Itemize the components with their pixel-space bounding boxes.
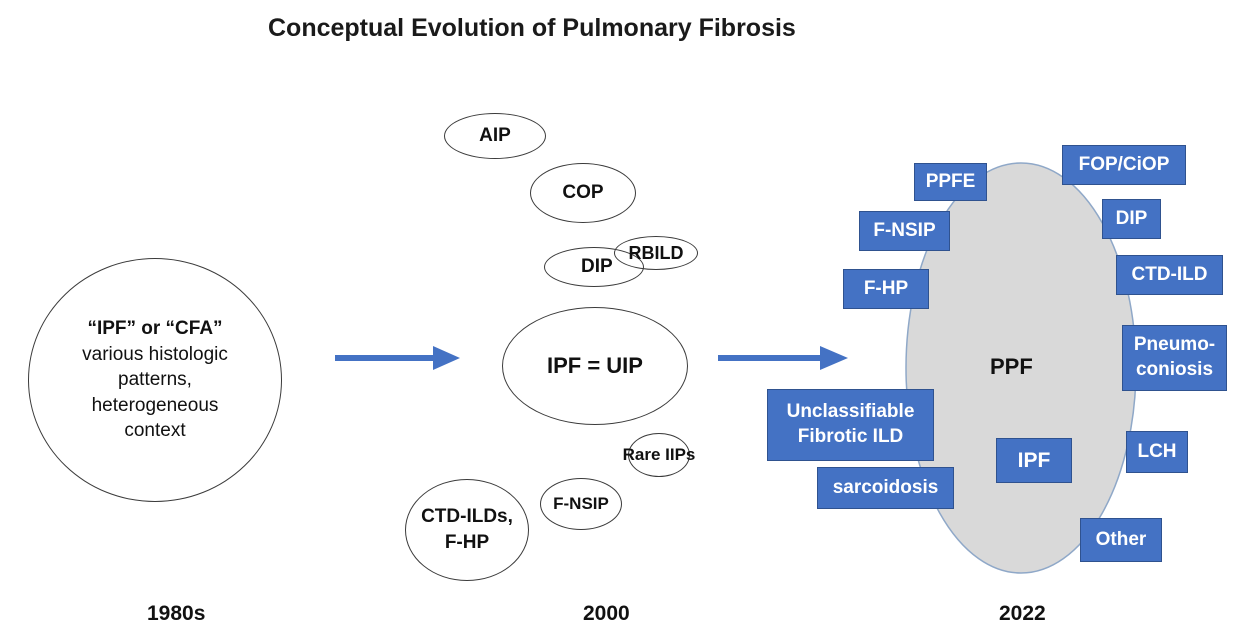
fhp-box: F-HP bbox=[843, 269, 929, 309]
dip-box: DIP bbox=[1102, 199, 1161, 239]
cop-ellipse: COP bbox=[530, 163, 636, 223]
diagram-title: Conceptual Evolution of Pulmonary Fibros… bbox=[268, 14, 796, 42]
pneumo-label-2: coniosis bbox=[1135, 359, 1214, 380]
arrow-2000-to-2022 bbox=[718, 346, 848, 370]
ctd-ilds-label: CTD-ILDs, bbox=[421, 506, 513, 528]
unclassifiable-label-2: Fibrotic ILD bbox=[797, 426, 904, 447]
ipf-box: IPF bbox=[996, 438, 1072, 483]
rare-iips-ellipse: Rare IIPs bbox=[623, 433, 695, 477]
fnsip-ellipse: F-NSIP bbox=[540, 478, 622, 530]
lch-box: LCH bbox=[1126, 431, 1188, 473]
fhp-label: F-HP bbox=[444, 532, 490, 553]
ipf-cfa-desc-3: heterogeneous bbox=[91, 394, 219, 416]
other-box: Other bbox=[1080, 518, 1162, 562]
year-2000: 2000 bbox=[583, 602, 630, 625]
ipf-cfa-desc-4: context bbox=[124, 420, 186, 442]
ipf-cfa-label: “IPF” or “CFA” bbox=[87, 317, 223, 339]
rbild-ellipse: RBILD bbox=[614, 236, 698, 270]
year-2022: 2022 bbox=[999, 602, 1046, 625]
pneumoconiosis-box: Pneumo- coniosis bbox=[1122, 325, 1227, 391]
unclassifiable-box: Unclassifiable Fibrotic ILD bbox=[767, 389, 934, 461]
ctd-ilds-fhp-ellipse: CTD-ILDs, F-HP bbox=[405, 479, 529, 581]
sarcoidosis-box: sarcoidosis bbox=[817, 467, 954, 509]
ipf-uip-ellipse: IPF = UIP bbox=[502, 307, 688, 425]
ppfe-box: PPFE bbox=[914, 163, 987, 201]
pneumo-label-1: Pneumo- bbox=[1133, 334, 1216, 356]
year-1980s: 1980s bbox=[147, 602, 206, 625]
ipf-cfa-desc-1: various histologic bbox=[82, 343, 228, 365]
unclassifiable-label-1: Unclassifiable bbox=[786, 401, 915, 423]
aip-ellipse: AIP bbox=[444, 113, 546, 159]
dip-label: DIP bbox=[581, 256, 613, 277]
ipf-cfa-circle: “IPF” or “CFA” various histologic patter… bbox=[28, 258, 282, 502]
fnsip-box: F-NSIP bbox=[859, 211, 950, 251]
ctd-ild-box: CTD-ILD bbox=[1116, 255, 1223, 295]
ppf-label: PPF bbox=[990, 354, 1033, 379]
arrow-1980s-to-2000 bbox=[335, 346, 460, 370]
fop-ciop-box: FOP/CiOP bbox=[1062, 145, 1186, 185]
ipf-cfa-desc-2: patterns, bbox=[118, 369, 192, 391]
